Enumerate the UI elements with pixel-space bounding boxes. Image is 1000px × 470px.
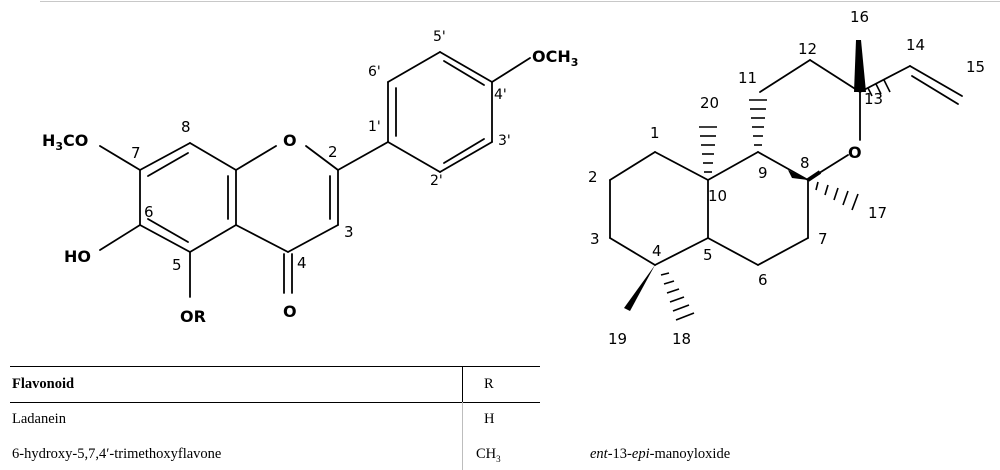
mano-num-5: 5 bbox=[703, 246, 713, 264]
flav-num-5p: 5' bbox=[433, 29, 446, 45]
pyran-oxygen: O bbox=[848, 143, 862, 162]
top-border bbox=[40, 1, 1000, 2]
row1-divider bbox=[462, 402, 463, 434]
flav-num-6: 6 bbox=[144, 203, 154, 221]
table-top-rule bbox=[10, 366, 540, 367]
flav-num-8: 8 bbox=[181, 118, 191, 136]
hydroxy-label: HO bbox=[64, 247, 91, 266]
mano-num-18: 18 bbox=[672, 330, 691, 348]
mano-num-20: 20 bbox=[700, 94, 719, 112]
row-trimethoxyflavone-r: CH3 bbox=[476, 446, 501, 464]
row2-divider bbox=[462, 434, 463, 470]
flav-num-4: 4 bbox=[297, 254, 307, 272]
row-ladanein-name: Ladanein bbox=[12, 411, 66, 427]
flav-num-1p: 1' bbox=[368, 119, 381, 135]
mano-num-9: 9 bbox=[758, 164, 768, 182]
table-header-rule bbox=[10, 402, 540, 403]
mano-num-16: 16 bbox=[850, 8, 869, 26]
manoyloxide-structure: O 1 2 3 4 5 6 7 8 9 10 11 12 13 14 15 16… bbox=[588, 8, 985, 348]
flav-num-4p: 4' bbox=[494, 87, 507, 103]
mano-num-17: 17 bbox=[868, 204, 887, 222]
flav-num-3p: 3' bbox=[498, 133, 511, 149]
flav-num-2p: 2' bbox=[430, 173, 443, 189]
flavonoid-bonds bbox=[99, 51, 531, 298]
flavonoid-numbers: 2 3 4 5 6 7 8 1' 2' 3' 4' 5' 6' bbox=[131, 29, 511, 274]
mano-num-12: 12 bbox=[798, 40, 817, 58]
mano-num-1: 1 bbox=[650, 124, 660, 142]
mano-num-7: 7 bbox=[818, 230, 828, 248]
mano-num-6: 6 bbox=[758, 271, 768, 289]
flav-num-3: 3 bbox=[344, 223, 354, 241]
mano-num-13: 13 bbox=[864, 90, 883, 108]
header-divider bbox=[462, 366, 463, 402]
mano-num-14: 14 bbox=[906, 36, 925, 54]
header-r: R bbox=[484, 376, 494, 392]
flav-num-2: 2 bbox=[328, 143, 338, 161]
manoyloxide-bonds bbox=[609, 40, 963, 311]
manoyloxide-hashes bbox=[660, 79, 891, 321]
mano-num-8: 8 bbox=[800, 154, 810, 172]
or-label: OR bbox=[180, 307, 206, 326]
mano-num-11: 11 bbox=[738, 69, 757, 87]
mano-num-15: 15 bbox=[966, 58, 985, 76]
mano-num-3: 3 bbox=[590, 230, 600, 248]
flav-num-6p: 6' bbox=[368, 64, 381, 80]
row-trimethoxyflavone-name: 6-hydroxy-5,7,4′-trimethoxyflavone bbox=[12, 446, 222, 462]
mano-num-2: 2 bbox=[588, 168, 598, 186]
flavonoid-structure: H3CO O O HO OR OCH3 2 3 4 5 6 7 8 1' 2' … bbox=[42, 29, 578, 326]
flav-num-5: 5 bbox=[172, 256, 182, 274]
row-ladanein-r: H bbox=[484, 411, 495, 427]
mano-num-19: 19 bbox=[608, 330, 627, 348]
h3co-label: H3CO bbox=[42, 131, 88, 153]
manoyloxide-numbers: 1 2 3 4 5 6 7 8 9 10 11 12 13 14 15 16 1… bbox=[588, 8, 985, 348]
flavonoid-table: Flavonoid R Ladanein H 6-hydroxy-5,7,4′-… bbox=[10, 366, 1000, 470]
mano-num-10: 10 bbox=[708, 187, 727, 205]
carbonyl-oxygen: O bbox=[283, 302, 297, 321]
manoyloxide-caption: ent-13-epi-manoyloxide bbox=[590, 446, 731, 462]
mano-num-4: 4 bbox=[652, 242, 662, 260]
flav-num-7: 7 bbox=[131, 144, 141, 162]
header-flavonoid: Flavonoid bbox=[12, 376, 75, 392]
flavonoid-atoms: H3CO O O HO OR OCH3 bbox=[42, 47, 578, 326]
och3-label: OCH3 bbox=[532, 47, 578, 69]
ring-oxygen: O bbox=[283, 131, 297, 150]
